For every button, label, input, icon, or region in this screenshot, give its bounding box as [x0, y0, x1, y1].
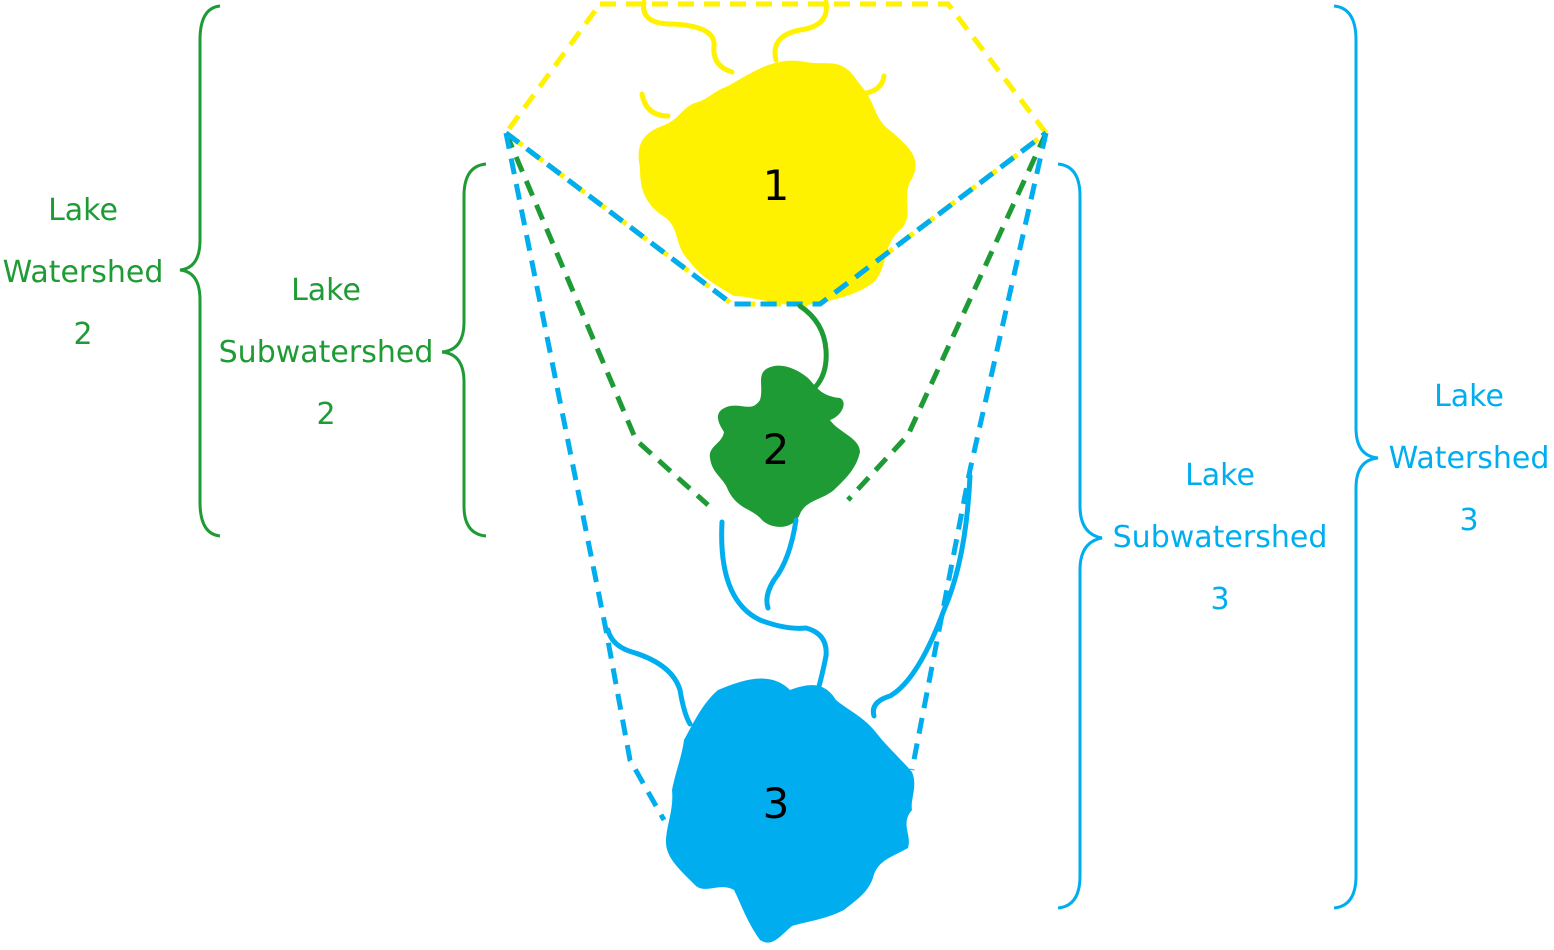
lake1-to-lake2-stream	[797, 303, 829, 395]
subwatershed3-label: Lake Subwatershed 3	[1106, 445, 1334, 631]
subwatershed3-line1: Lake	[1185, 458, 1255, 493]
watershed3-line2: Watershed	[1388, 441, 1550, 476]
watershed3-brace	[1333, 4, 1379, 910]
subwatershed2-line1: Lake	[291, 273, 361, 308]
subwatershed2-line2: Subwatershed	[218, 335, 434, 370]
lake3-streams	[605, 473, 973, 727]
lake3-shape	[666, 678, 915, 943]
lake3-watershed-boundary	[503, 131, 1049, 822]
lake1-number: 1	[763, 161, 790, 210]
lake1-shape	[638, 60, 916, 306]
subwatershed2-label: Lake Subwatershed 2	[212, 260, 440, 446]
lake2-shape	[709, 365, 860, 527]
watershed3-label: Lake Watershed 3	[1384, 366, 1554, 552]
subwatershed3-line2: Subwatershed	[1112, 520, 1328, 555]
watershed3-line3: 3	[1459, 503, 1479, 538]
watershed2-label: Lake Watershed 2	[0, 180, 166, 366]
watershed2-line2: Watershed	[2, 255, 164, 290]
watershed3-line1: Lake	[1434, 379, 1504, 414]
watershed2-line3: 2	[73, 317, 93, 352]
subwatershed2-line3: 2	[316, 397, 336, 432]
subwatershed2-brace	[441, 162, 487, 538]
subwatershed3-line3: 3	[1210, 582, 1230, 617]
watershed2-brace	[179, 4, 221, 538]
watershed2-line1: Lake	[48, 193, 118, 228]
subwatershed3-brace	[1057, 162, 1103, 910]
lake2-number: 2	[763, 425, 790, 474]
lake3-number: 3	[763, 779, 790, 828]
